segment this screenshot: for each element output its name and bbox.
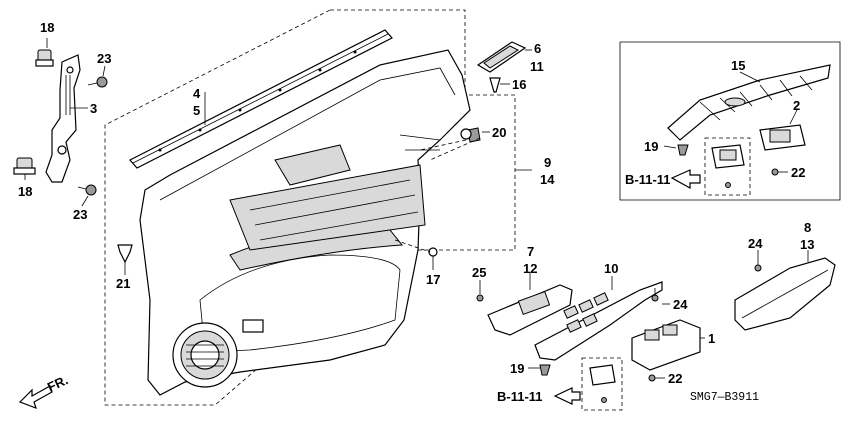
callout-18-upper: 18 xyxy=(40,20,54,35)
weatherstrip-part xyxy=(129,29,393,169)
callout-20: 20 xyxy=(492,125,506,140)
clips-parts xyxy=(117,77,510,275)
callout-19-lower: 19 xyxy=(510,361,524,376)
direction-label: FR. xyxy=(45,372,70,394)
callout-19-upper: 19 xyxy=(644,139,658,154)
callout-22-lower: 22 xyxy=(668,371,682,386)
callout-21: 21 xyxy=(116,276,130,291)
callout-14: 14 xyxy=(540,172,555,187)
reference-label-lower: B-11-11 xyxy=(497,389,543,404)
callout-13: 13 xyxy=(800,237,814,252)
callout-9: 9 xyxy=(544,155,551,170)
door-lining-panel xyxy=(139,49,471,396)
callout-24-mid: 24 xyxy=(673,297,688,312)
callout-12: 12 xyxy=(523,261,537,276)
callout-15: 15 xyxy=(731,58,745,73)
callout-8: 8 xyxy=(804,220,811,235)
callout-24-right: 24 xyxy=(748,236,763,251)
leaders-bracket xyxy=(24,38,106,207)
front-direction-arrow: FR. xyxy=(18,372,70,410)
callout-5: 5 xyxy=(193,103,200,118)
callout-16: 16 xyxy=(512,77,526,92)
reference-upper: B-11-11 xyxy=(625,172,671,187)
lower-switch-parts xyxy=(476,272,705,411)
callout-22-upper: 22 xyxy=(791,165,805,180)
door-bracket-part xyxy=(13,49,108,196)
reference-label-upper: B-11-11 xyxy=(625,172,671,187)
inner-handle-bezel xyxy=(476,41,532,73)
reference-lower: B-11-11 xyxy=(497,389,543,404)
callout-4: 4 xyxy=(193,86,201,101)
inset-box xyxy=(619,41,841,201)
armrest-pad xyxy=(734,250,836,331)
callout-numbers: 18 23 3 18 23 4 5 6 11 16 20 9 14 21 17 … xyxy=(18,20,814,386)
callout-17: 17 xyxy=(426,272,440,287)
callout-3: 3 xyxy=(90,101,97,116)
callout-7: 7 xyxy=(527,244,534,259)
callout-2: 2 xyxy=(793,98,800,113)
callout-10: 10 xyxy=(604,261,618,276)
callout-18-lower: 18 xyxy=(18,184,32,199)
callout-11: 11 xyxy=(530,59,544,74)
callout-25: 25 xyxy=(472,265,486,280)
callout-23-upper: 23 xyxy=(97,51,111,66)
diagram-code: SMG7—B3911 xyxy=(690,391,759,404)
callout-23-lower: 23 xyxy=(73,207,87,222)
assembly-frame xyxy=(104,9,516,406)
callout-6: 6 xyxy=(534,41,541,56)
callout-1: 1 xyxy=(708,331,715,346)
